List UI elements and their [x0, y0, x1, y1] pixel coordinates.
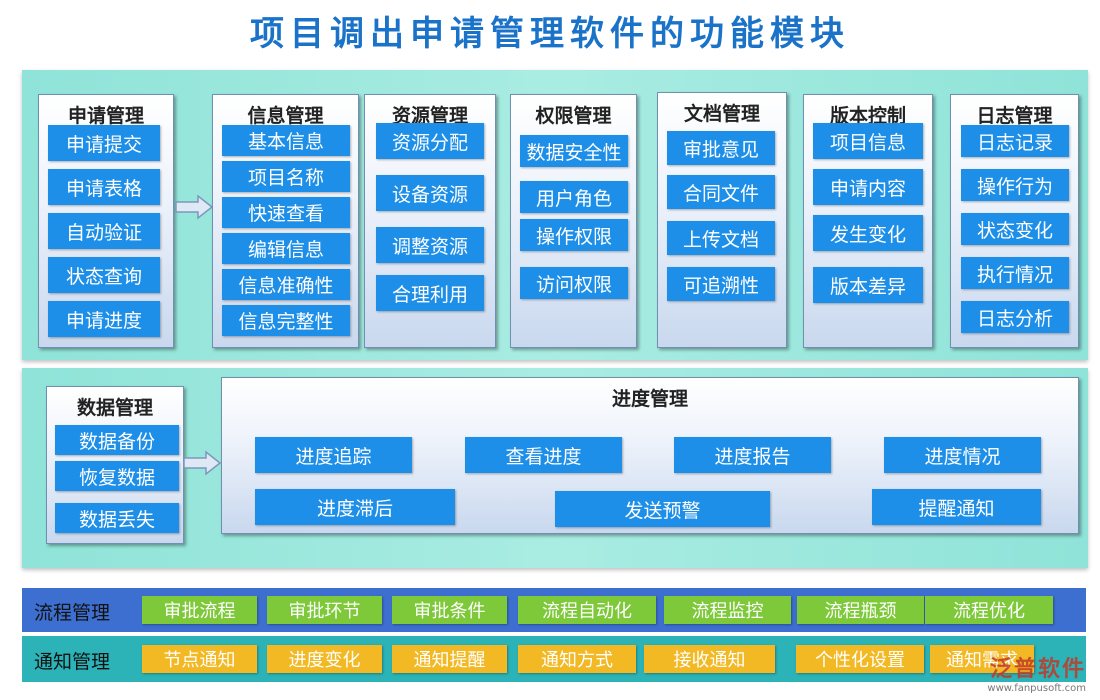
flow-item-3[interactable]: 审批条件	[392, 596, 507, 624]
brand-logo-text: 泛普软件	[989, 657, 1086, 682]
document-item-4[interactable]: 可追溯性	[667, 267, 775, 301]
log-item-3[interactable]: 状态变化	[961, 213, 1069, 245]
card-progress: 进度管理 进度追踪 查看进度 进度报告 进度情况 进度滞后 发送预警 提醒通知	[221, 377, 1079, 534]
version-item-3[interactable]: 发生变化	[813, 215, 923, 251]
flow-item-6[interactable]: 流程瓶颈	[797, 596, 924, 624]
arrow-right-icon	[175, 194, 214, 220]
info-item-6[interactable]: 信息完整性	[222, 305, 350, 336]
page-title: 项目调出申请管理软件的功能模块	[250, 14, 850, 54]
progress-item-6[interactable]: 发送预警	[555, 491, 770, 527]
notify-item-5[interactable]: 接收通知	[644, 645, 775, 673]
card-log: 日志管理 日志记录 操作行为 状态变化 执行情况 日志分析	[950, 94, 1079, 348]
resource-item-4[interactable]: 合理利用	[376, 275, 484, 311]
card-log-title: 日志管理	[976, 105, 1053, 127]
progress-item-3[interactable]: 进度报告	[674, 437, 831, 473]
apply-item-3[interactable]: 自动验证	[48, 213, 160, 249]
log-item-5[interactable]: 日志分析	[961, 301, 1069, 333]
card-info: 信息管理 基本信息 项目名称 快速查看 编辑信息 信息准确性 信息完整性	[212, 94, 359, 348]
version-item-4[interactable]: 版本差异	[813, 267, 923, 303]
card-data: 数据管理 数据备份 恢复数据 数据丢失	[46, 386, 184, 544]
card-version: 版本控制 项目信息 申请内容 发生变化 版本差异	[803, 94, 933, 348]
brand-logo-url: www.fanpusoft.com	[987, 683, 1086, 694]
notify-item-1[interactable]: 节点通知	[142, 645, 257, 673]
log-item-4[interactable]: 执行情况	[961, 257, 1069, 289]
data-item-3[interactable]: 数据丢失	[55, 503, 179, 533]
flow-item-4[interactable]: 流程自动化	[518, 596, 656, 624]
flow-item-2[interactable]: 审批环节	[267, 596, 382, 624]
card-permission: 权限管理 数据安全性 用户角色 操作权限 访问权限	[510, 94, 637, 348]
resource-item-3[interactable]: 调整资源	[376, 227, 484, 263]
notify-strip-label: 通知管理	[34, 651, 111, 673]
card-data-title: 数据管理	[76, 397, 153, 419]
log-item-2[interactable]: 操作行为	[961, 169, 1069, 201]
flow-item-7[interactable]: 流程优化	[925, 596, 1053, 624]
brand-logo: 泛普软件 www.fanpusoft.com	[987, 651, 1086, 694]
card-info-title: 信息管理	[247, 105, 324, 127]
permission-item-4[interactable]: 访问权限	[520, 267, 628, 299]
card-document-title: 文档管理	[683, 103, 760, 125]
flow-item-5[interactable]: 流程监控	[664, 596, 791, 624]
notify-item-6[interactable]: 个性化设置	[796, 645, 924, 673]
version-item-2[interactable]: 申请内容	[813, 169, 923, 205]
notify-item-2[interactable]: 进度变化	[267, 645, 382, 673]
card-progress-title: 进度管理	[611, 388, 688, 410]
progress-item-4[interactable]: 进度情况	[884, 437, 1041, 473]
card-permission-title: 权限管理	[535, 105, 612, 127]
card-apply-title: 申请管理	[67, 105, 144, 127]
progress-item-7[interactable]: 提醒通知	[872, 489, 1041, 525]
info-item-2[interactable]: 项目名称	[222, 161, 350, 192]
info-item-4[interactable]: 编辑信息	[222, 233, 350, 264]
info-item-3[interactable]: 快速查看	[222, 197, 350, 228]
progress-item-1[interactable]: 进度追踪	[255, 437, 412, 473]
card-resource: 资源管理 资源分配 设备资源 调整资源 合理利用	[364, 94, 496, 348]
progress-item-2[interactable]: 查看进度	[465, 437, 622, 473]
notify-strip: 通知管理 节点通知 进度变化 通知提醒 通知方式 接收通知 个性化设置 通知需求	[22, 636, 1086, 682]
apply-item-1[interactable]: 申请提交	[48, 125, 160, 161]
arrow-right-icon	[183, 450, 222, 476]
document-item-3[interactable]: 上传文档	[667, 221, 775, 255]
card-resource-title: 资源管理	[391, 105, 468, 127]
flow-strip-label: 流程管理	[34, 602, 111, 624]
info-item-5[interactable]: 信息准确性	[222, 269, 350, 300]
data-item-1[interactable]: 数据备份	[55, 425, 179, 455]
notify-item-4[interactable]: 通知方式	[518, 645, 636, 673]
flow-item-1[interactable]: 审批流程	[142, 596, 257, 624]
data-item-2[interactable]: 恢复数据	[55, 461, 179, 491]
document-item-1[interactable]: 审批意见	[667, 131, 775, 165]
document-item-2[interactable]: 合同文件	[667, 175, 775, 209]
apply-item-5[interactable]: 申请进度	[48, 301, 160, 337]
card-apply: 申请管理 申请提交 申请表格 自动验证 状态查询 申请进度	[38, 94, 174, 348]
apply-item-4[interactable]: 状态查询	[48, 257, 160, 293]
card-version-title: 版本控制	[829, 105, 906, 127]
resource-item-2[interactable]: 设备资源	[376, 175, 484, 211]
permission-item-1[interactable]: 数据安全性	[520, 135, 628, 167]
permission-item-2[interactable]: 用户角色	[520, 181, 628, 213]
notify-item-7[interactable]: 通知需求	[930, 645, 1034, 673]
log-item-1[interactable]: 日志记录	[961, 125, 1069, 157]
progress-item-5[interactable]: 进度滞后	[255, 489, 455, 525]
version-item-1[interactable]: 项目信息	[813, 123, 923, 159]
notify-item-3[interactable]: 通知提醒	[392, 645, 507, 673]
flow-strip: 流程管理 审批流程 审批环节 审批条件 流程自动化 流程监控 流程瓶颈 流程优化	[22, 588, 1086, 632]
info-item-1[interactable]: 基本信息	[222, 125, 350, 156]
card-document: 文档管理 审批意见 合同文件 上传文档 可追溯性	[657, 92, 787, 348]
permission-item-3[interactable]: 操作权限	[520, 219, 628, 251]
resource-item-1[interactable]: 资源分配	[376, 123, 484, 159]
apply-item-2[interactable]: 申请表格	[48, 169, 160, 205]
